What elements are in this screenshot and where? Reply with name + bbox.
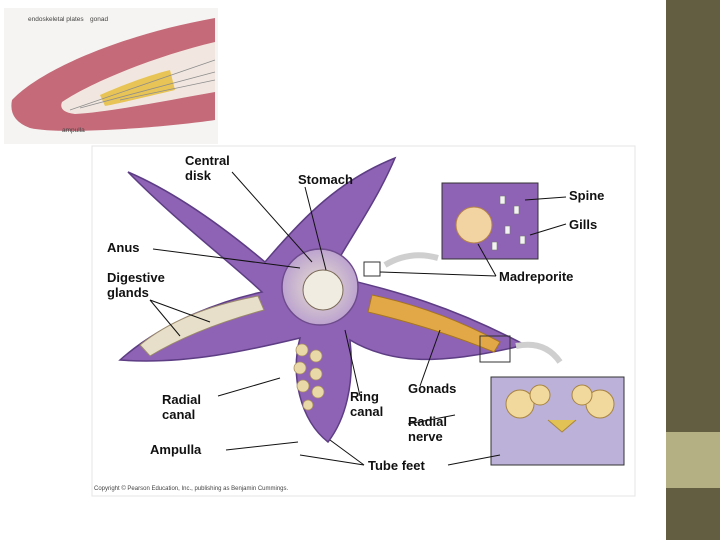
label-gonads: Gonads [408, 381, 456, 396]
label-spine: Spine [569, 188, 604, 203]
ampullae-shapes [293, 343, 325, 411]
label-gills: Gills [569, 217, 597, 232]
plates-label: endoskeletal plates [28, 16, 84, 23]
inset-arrow-bottom [515, 341, 563, 364]
starfish-anatomy-diagram: endoskeletal plates gonad ampulla [4, 8, 636, 497]
copyright-text: Copyright © Pearson Education, Inc., pub… [94, 485, 289, 492]
leader-lines [149, 171, 567, 466]
label-madreporite: Madreporite [499, 269, 573, 284]
label-tube-feet: Tube feet [368, 458, 425, 473]
label-anus: Anus [107, 240, 140, 255]
arm-cross-section: endoskeletal plates gonad ampulla [4, 8, 218, 144]
tip-marker [479, 335, 511, 363]
slide-sidebar-accent [666, 432, 720, 488]
ampulla-small-label: ampulla [62, 127, 85, 134]
gonad-label: gonad [90, 16, 108, 23]
inset-radial-nerve [547, 419, 577, 433]
inset-arrow-top [383, 252, 439, 268]
gill-shapes [491, 195, 526, 251]
internal-lines [69, 59, 216, 111]
digestive-gland-shape [139, 295, 265, 357]
arm-interior [61, 42, 215, 114]
gonad-shape [100, 70, 175, 106]
label-ampulla: Ampulla [150, 442, 202, 457]
madreporite-plate [455, 206, 493, 244]
inset-ampullae [505, 384, 615, 419]
label-stomach: Stomach [298, 172, 353, 187]
stomach-shape [302, 269, 344, 311]
madreporite-marker [363, 261, 381, 277]
gonad-shape-main [367, 294, 501, 353]
